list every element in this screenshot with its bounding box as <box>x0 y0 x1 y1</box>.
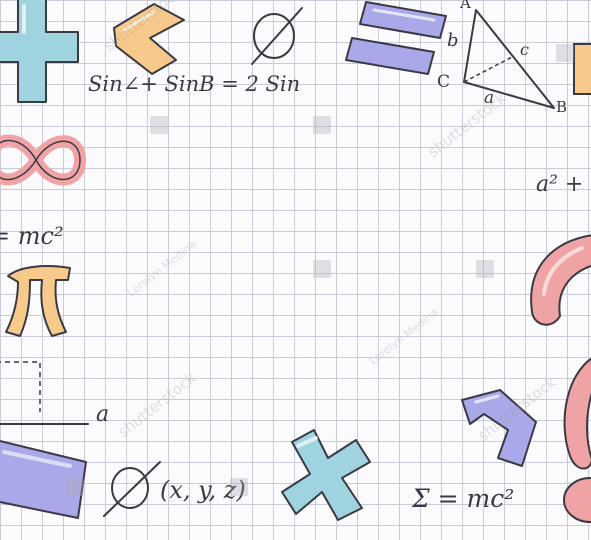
chevron-doodle-peach <box>113 3 185 75</box>
empty-set-doodle-bottom <box>103 461 161 517</box>
triangle-side-a: a <box>484 88 495 108</box>
watermark-brand: shutterstock <box>114 369 200 441</box>
watermark-author: Lorelyn Medina <box>366 305 441 368</box>
a-squared-formula: a² + <box>536 172 584 197</box>
triangle-side-b: b <box>447 30 459 51</box>
chevron-doodle-violet <box>461 389 537 467</box>
triangle-vertex-c: C <box>437 72 451 92</box>
watermark-mark <box>313 260 331 278</box>
watermark-mark <box>476 260 494 278</box>
emc-formula-left: = mc² <box>0 222 64 250</box>
parenthesis-doodle-bottom <box>563 357 591 523</box>
peach-block-doodle <box>573 43 591 95</box>
pi-symbol-doodle <box>5 265 71 337</box>
triangle-side-c: c <box>520 40 529 59</box>
watermark-mark <box>150 116 168 134</box>
watermark-mark <box>230 478 248 496</box>
triangle-diagram <box>463 9 555 109</box>
watermark-mark <box>313 116 331 134</box>
triangle-vertex-a: A <box>460 0 471 12</box>
plus-sign-doodle <box>0 0 79 103</box>
watermark-author: Lorelyn Medina <box>124 237 199 300</box>
watermark-mark <box>556 44 574 62</box>
equals-sign-doodle <box>345 1 447 75</box>
parenthesis-doodle-top <box>530 234 591 326</box>
minus-sign-doodle <box>0 439 87 519</box>
infinity-doodle <box>0 134 87 186</box>
multiply-sign-doodle <box>281 429 371 521</box>
triangle-vertex-b: B <box>556 98 568 116</box>
coordinates-formula: (x, y, z) <box>160 476 246 504</box>
watermark-mark <box>66 478 84 496</box>
dashed-corner-doodle <box>0 361 89 425</box>
side-label-a: a <box>96 402 110 427</box>
sigma-formula: Σ = mc² <box>412 484 515 513</box>
empty-set-doodle-top <box>251 7 303 65</box>
trig-formula: Sin∠+ SinB = 2 Sin <box>88 72 301 96</box>
